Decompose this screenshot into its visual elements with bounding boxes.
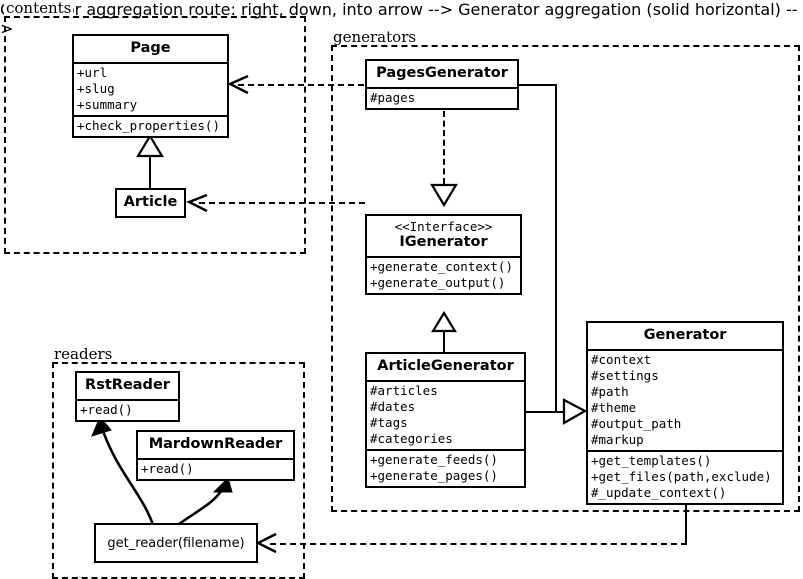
class-igenerator-stereotype: <<Interface>> <box>394 219 493 234</box>
package-readers <box>52 362 305 579</box>
method: +get_files(path,exclude) <box>591 469 772 484</box>
class-igenerator-title: IGenerator <box>399 234 488 250</box>
method: +generate_output() <box>370 275 506 290</box>
method: +generate_feeds() <box>370 452 498 467</box>
realization-pagesgenerator-to-igenerator-line <box>443 111 445 184</box>
attribute: #dates <box>370 399 416 414</box>
attribute: #articles <box>370 383 438 398</box>
class-generator-title: Generator <box>643 327 727 343</box>
class-rstreader-title: RstReader <box>85 377 170 393</box>
attribute: #context <box>591 352 652 367</box>
class-article-title: Article <box>123 194 178 210</box>
attribute: #path <box>591 384 629 399</box>
attribute: #tags <box>370 415 408 430</box>
attribute: #categories <box>370 431 453 446</box>
dependency-articlegenerator-to-article <box>199 202 365 204</box>
class-igenerator-methods: +generate_context() +generate_output() <box>367 256 520 293</box>
class-rstreader-methods: +read() <box>77 399 178 420</box>
class-page-attributes: +url +slug +summary <box>74 62 227 115</box>
method: +read() <box>141 461 194 476</box>
class-pagesgenerator-title: PagesGenerator <box>376 65 508 81</box>
class-mardownreader-title: MardownReader <box>148 436 283 452</box>
class-generator-attributes: #context #settings #path #theme #output_… <box>588 349 782 450</box>
method: +check_properties() <box>77 118 220 133</box>
assoc-articlegenerator-to-generator <box>526 411 564 413</box>
attribute: #pages <box>370 90 416 105</box>
method: +read() <box>80 402 133 417</box>
package-generators-label: generators <box>331 28 419 46</box>
package-readers-label: readers <box>52 345 115 363</box>
attribute: #settings <box>591 368 659 383</box>
class-igenerator[interactable]: <<Interface>> IGenerator +generate_conte… <box>365 214 522 295</box>
class-rstreader[interactable]: RstReader +read() <box>75 371 180 422</box>
method: +generate_context() <box>370 259 513 274</box>
assoc-pagesgenerator-vertical-segment <box>555 84 557 413</box>
attribute: +url <box>77 65 108 80</box>
dependency-generator-down-segment <box>685 501 687 544</box>
class-generator[interactable]: Generator #context #settings #path #them… <box>586 321 784 505</box>
function-get-reader[interactable]: get_reader(filename) <box>94 523 258 563</box>
class-mardownreader-methods: +read() <box>138 458 293 479</box>
class-articlegenerator-title: ArticleGenerator <box>377 358 514 374</box>
attribute: #output_path <box>591 416 682 431</box>
attribute: #markup <box>591 432 644 447</box>
method: +generate_pages() <box>370 468 498 483</box>
method: +get_templates() <box>591 453 712 468</box>
attribute: #theme <box>591 400 637 415</box>
class-articlegenerator-attributes: #articles #dates #tags #categories <box>367 380 524 449</box>
class-articlegenerator[interactable]: ArticleGenerator #articles #dates #tags … <box>365 352 526 488</box>
assoc-pagesgenerator-top-segment <box>519 84 557 86</box>
generalization-article-to-page-line <box>149 150 151 188</box>
class-articlegenerator-methods: +generate_feeds() +generate_pages() <box>367 449 524 486</box>
class-generator-methods: +get_templates() +get_files(path,exclude… <box>588 450 782 503</box>
class-mardownreader[interactable]: MardownReader +read() <box>136 430 295 481</box>
function-get-reader-label: get_reader(filename) <box>107 535 245 551</box>
package-contents-label: contents <box>4 0 74 17</box>
dependency-generator-to-getreader <box>270 543 687 545</box>
package-contents <box>4 16 306 254</box>
method: #_update_context() <box>591 485 727 500</box>
attribute: +slug <box>77 81 115 96</box>
package-generators <box>331 45 800 512</box>
attribute: +summary <box>77 97 138 112</box>
class-article[interactable]: Article <box>115 188 186 218</box>
class-page[interactable]: Page +url +slug +summary +check_properti… <box>72 34 229 138</box>
generalization-articlegenerator-to-igenerator-line <box>443 313 445 353</box>
class-pagesgenerator-attributes: #pages <box>367 87 517 108</box>
class-page-title: Page <box>130 40 171 56</box>
dependency-pagesgenerator-to-page <box>238 84 364 86</box>
class-pagesgenerator[interactable]: PagesGenerator #pages <box>365 59 519 110</box>
class-page-methods: +check_properties() <box>74 115 227 136</box>
